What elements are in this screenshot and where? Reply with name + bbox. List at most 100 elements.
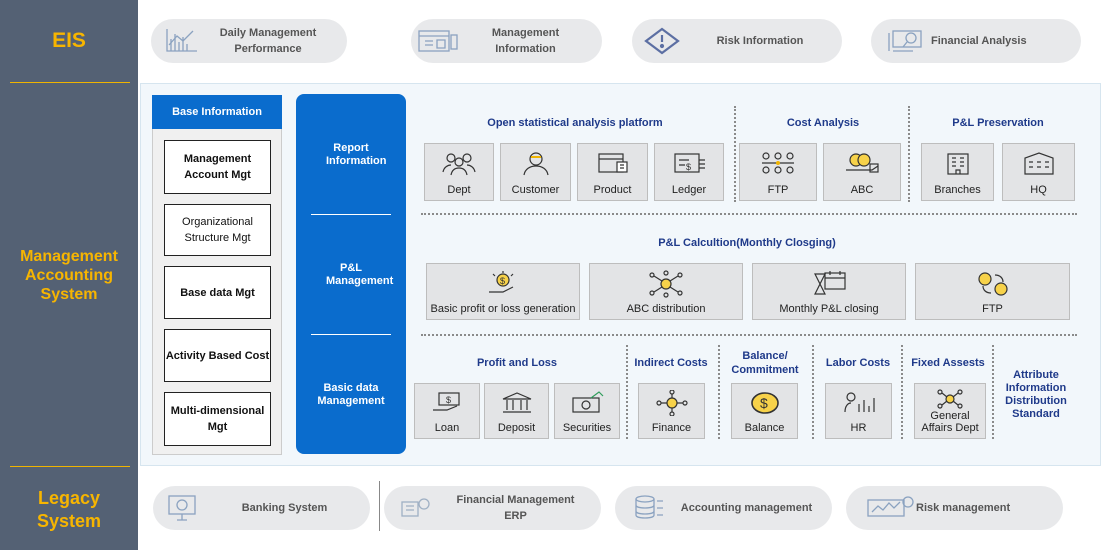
card-product[interactable]: Product (577, 143, 648, 201)
section-separator (908, 106, 910, 202)
sidebar-eis-label: EIS (52, 29, 86, 52)
card-ledger[interactable]: $ Ledger (654, 143, 724, 201)
legacy-banking-system[interactable]: Banking System (153, 486, 370, 530)
calendar-hourglass-icon (814, 271, 846, 295)
magnifier-chart-icon (888, 30, 922, 52)
card-basic-profit-loss[interactable]: $ Basic profit or loss generation (426, 263, 580, 320)
card-label: Customer (511, 184, 560, 196)
hr-chart-icon (843, 392, 875, 413)
svg-text:$: $ (500, 276, 505, 286)
row-separator (421, 334, 1077, 336)
base-item-base-data[interactable]: Base data Mgt (164, 266, 271, 319)
loan-hand-icon: $ (433, 392, 460, 411)
section-title-pl-preservation: P&L Preservation (952, 117, 1044, 129)
card-ftp[interactable]: FTP (739, 143, 817, 201)
section-separator (734, 106, 736, 202)
module-report-information[interactable]: Report Information (326, 142, 387, 167)
card-label: ABC (850, 184, 874, 196)
base-item-management-account[interactable]: Management Account Mgt (164, 140, 271, 194)
svg-text:$: $ (446, 395, 451, 405)
card-securities[interactable]: Securities (554, 383, 620, 439)
legacy-item-label: Accounting management (680, 502, 813, 514)
dollar-coin-icon: $ (750, 392, 779, 414)
card-hr[interactable]: HR (825, 383, 892, 439)
eis-financial-analysis[interactable]: Financial Analysis (871, 19, 1081, 63)
erp-icon (401, 498, 430, 517)
eis-item-label: Risk Information (716, 35, 804, 47)
svg-text:$: $ (686, 162, 691, 172)
module-column (296, 94, 406, 454)
base-item-organizational-structure[interactable]: Organizational Structure Mgt (164, 204, 271, 256)
sidebar-mas-label: Management Accounting System (20, 248, 118, 303)
ftp-network-icon (762, 152, 794, 174)
card-monthly-pl-closing[interactable]: Monthly P&L closing (752, 263, 906, 320)
card-label: Monthly P&L closing (779, 303, 879, 315)
ledger-icon: $ (674, 153, 705, 173)
module-divider (311, 334, 391, 335)
risk-chart-icon (867, 496, 914, 517)
customer-icon (522, 152, 549, 176)
sidebar-divider (10, 82, 130, 83)
card-branches[interactable]: Branches (921, 143, 994, 201)
card-hq[interactable]: HQ (1002, 143, 1075, 201)
card-label: Deposit (497, 422, 536, 434)
card-abc[interactable]: ABC (823, 143, 901, 201)
card-ftp-calc[interactable]: FTP (915, 263, 1070, 320)
module-basic-data-management[interactable]: Basic data Management (317, 382, 385, 407)
card-abc-distribution[interactable]: ABC distribution (589, 263, 743, 320)
module-pl-management[interactable]: P&L Management (326, 262, 394, 287)
row-separator (421, 213, 1077, 215)
sidebar (0, 0, 138, 550)
card-label: Ledger (671, 184, 707, 196)
attribute-distribution-standard: Attribute Information Distribution Stand… (1005, 369, 1067, 420)
card-general-affairs[interactable]: General Affairs Dept (914, 383, 986, 439)
card-label: HQ (1030, 184, 1047, 196)
card-label: FTP (982, 303, 1003, 315)
card-label: Basic profit or loss generation (430, 303, 576, 315)
asset-network-icon (937, 389, 963, 409)
coins-hand-icon (846, 153, 879, 173)
bar-chart-icon (166, 29, 197, 52)
eis-risk-information[interactable]: Risk Information (632, 19, 842, 63)
section-separator (992, 345, 994, 439)
legacy-item-label: Banking System (241, 502, 328, 514)
base-item-multi-dimensional[interactable]: Multi-dimensional Mgt (164, 392, 271, 446)
legacy-accounting-management[interactable]: Accounting management (615, 486, 832, 530)
card-label: General Affairs Dept (921, 410, 979, 434)
card-label: Product (593, 184, 632, 196)
eis-management-information[interactable]: Management Information (411, 19, 602, 63)
module-divider (311, 214, 391, 215)
card-label: ABC distribution (626, 303, 706, 315)
legacy-divider (379, 481, 380, 531)
card-label: Finance (651, 422, 692, 434)
sidebar-divider (10, 466, 130, 467)
monitor-icon (168, 495, 196, 521)
section-separator (812, 345, 814, 439)
eis-item-label: Financial Analysis (931, 35, 1027, 47)
card-finance[interactable]: Finance (638, 383, 705, 439)
legacy-risk-management[interactable]: Risk management (846, 486, 1063, 530)
headquarters-icon (1023, 152, 1054, 175)
eis-item-label: Daily Management Performance (219, 27, 317, 55)
base-item-activity-based-cost[interactable]: Activity Based Cost (164, 329, 271, 382)
section-title-cost-analysis: Cost Analysis (786, 117, 860, 129)
card-label: HR (850, 422, 867, 434)
eis-daily-management-performance[interactable]: Daily Management Performance (151, 19, 347, 63)
section-separator (626, 345, 628, 439)
money-hand-icon: $ (489, 271, 514, 293)
distribution-icon (649, 270, 683, 298)
section-title-fixed-assets: Fixed Assests (911, 357, 985, 369)
card-loan[interactable]: $ Loan (414, 383, 480, 439)
building-icon (946, 153, 969, 175)
legacy-financial-management-erp[interactable]: Financial Management ERP (384, 486, 601, 530)
section-title-labor-costs: Labor Costs (825, 357, 891, 369)
section-title-open-platform: Open statistical analysis platform (487, 117, 663, 129)
card-label: Loan (434, 422, 460, 434)
dashboard-icon (418, 30, 458, 52)
card-dept[interactable]: Dept (424, 143, 494, 201)
card-customer[interactable]: Customer (500, 143, 571, 201)
finance-network-icon (655, 390, 688, 416)
card-deposit[interactable]: Deposit (484, 383, 549, 439)
section-title-indirect-costs: Indirect Costs (634, 357, 708, 369)
card-balance[interactable]: $ Balance (731, 383, 798, 439)
